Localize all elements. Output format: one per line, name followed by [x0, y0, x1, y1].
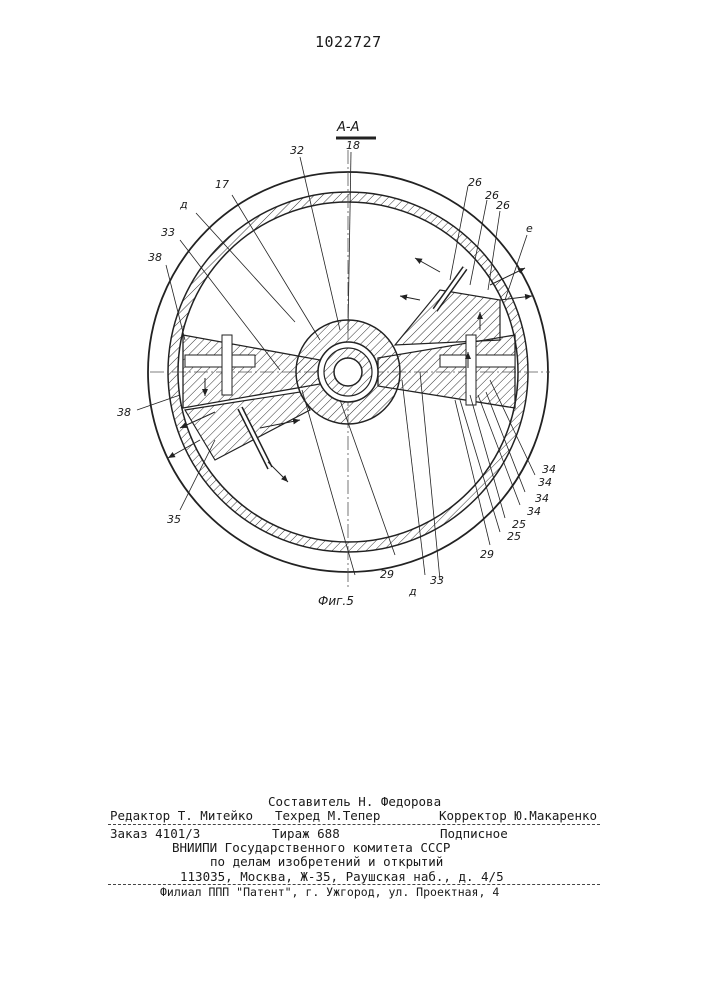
address-line: 113035, Москва, Ж-35, Раушская наб., д. …: [180, 871, 504, 884]
org-line-1: ВНИИПИ Государственного комитета СССР: [172, 842, 450, 855]
label-32: 32: [290, 144, 304, 157]
label-29-bottom: 29: [380, 568, 394, 581]
label-35: 35: [167, 513, 181, 526]
label-34-c: 34: [538, 476, 552, 489]
label-38-left: 38: [117, 406, 131, 419]
label-34-a: 34: [527, 505, 541, 518]
label-d-bottom: д: [408, 585, 417, 598]
technical-drawing-fig5: А-А: [0, 0, 707, 640]
section-label: А-А: [336, 120, 359, 135]
subscription-line: Подписное: [440, 828, 508, 841]
label-33-top: 33: [161, 226, 175, 239]
circulation-line: Тираж 688: [272, 828, 340, 841]
central-hub: [296, 320, 400, 424]
label-38-top: 38: [148, 251, 162, 264]
techred-line: Техред М.Тепер: [275, 810, 380, 823]
rule-1: [108, 824, 600, 825]
label-26-a: 26: [468, 176, 482, 189]
order-line: Заказ 4101/3: [110, 828, 200, 841]
branch-line: Филиал ППП "Патент", г. Ужгород, ул. Про…: [160, 887, 499, 899]
label-29-right: 29: [480, 548, 494, 561]
label-26-c: 26: [496, 199, 510, 212]
label-17: 17: [215, 178, 229, 191]
figure-caption: Фиг.5: [318, 594, 354, 608]
label-e: е: [526, 222, 533, 235]
label-25-b: 25: [512, 518, 526, 531]
corrector-line: Корректор Ю.Макаренко: [439, 810, 597, 823]
compiler-line: Составитель Н. Федорова: [268, 796, 441, 809]
org-line-2: по делам изобретений и открытий: [210, 856, 443, 869]
label-33-bottom: 33: [430, 574, 444, 587]
label-25-a: 25: [507, 530, 521, 543]
label-18: 18: [346, 139, 360, 152]
label-34-d: 34: [542, 463, 556, 476]
label-34-b: 34: [535, 492, 549, 505]
label-d-top: д: [179, 198, 188, 211]
editor-line: Редактор Т. Митейко: [110, 810, 253, 823]
